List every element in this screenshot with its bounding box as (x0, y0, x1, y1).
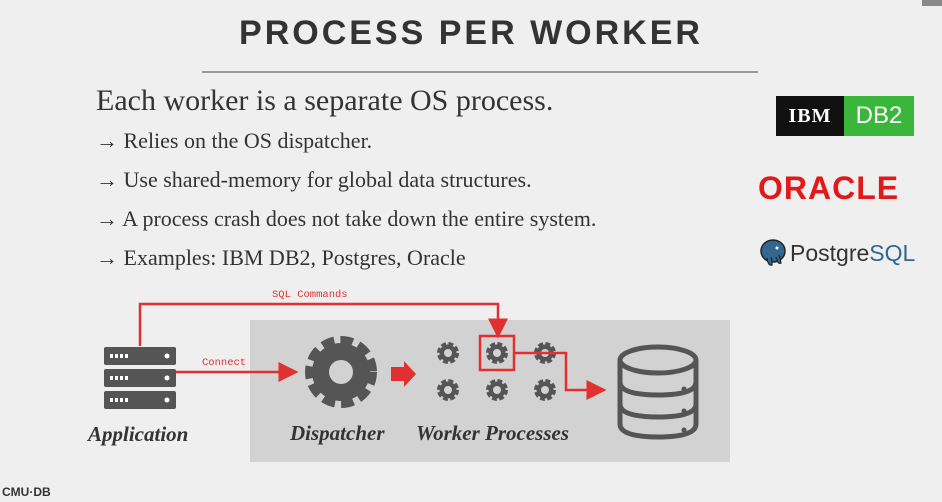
database-icon (617, 344, 699, 440)
dispatcher-gear-icon (305, 336, 377, 408)
ibm-logo-text: IBM (776, 96, 844, 136)
worker-gear-icon (440, 345, 457, 362)
dispatcher-label: Dispatcher (290, 421, 385, 445)
oracle-logo: ORACLE (758, 170, 900, 206)
connect-label: Connect (202, 357, 247, 369)
title-divider (202, 71, 758, 73)
sql-commands-arrow (138, 302, 508, 346)
bullet-item: → Examples: IBM DB2, Postgres, Oracle (96, 245, 466, 270)
postgres-text: Postgre (790, 239, 870, 266)
corner-mark (922, 0, 942, 6)
ibm-db2-logo: IBM DB2 (776, 96, 914, 136)
db2-logo-text: DB2 (844, 96, 914, 136)
workers-label: Worker Processes (416, 421, 570, 445)
bullet-item: → A process crash does not take down the… (96, 206, 597, 231)
bullet-item: → Relies on the OS dispatcher. (96, 128, 373, 153)
worker-gear-icon (489, 345, 506, 362)
application-label: Application (88, 422, 189, 446)
dispatch-arrow (391, 361, 416, 387)
sql-text: SQL (869, 239, 916, 266)
slide-title: PROCESS PER WORKER (239, 14, 703, 52)
heading: Each worker is a separate OS process. (96, 84, 554, 117)
bullet-item: → Use shared-memory for global data stru… (96, 167, 532, 192)
worker-gear-icon (537, 382, 554, 399)
elephant-icon (760, 239, 786, 266)
footer-logo: CMU·DB (2, 485, 51, 499)
worker-gear-icon (489, 382, 506, 399)
sql-commands-label: SQL Commands (272, 289, 348, 301)
worker-gear-icon (440, 382, 457, 399)
server-icon (104, 347, 176, 409)
query-arrow (514, 351, 607, 400)
